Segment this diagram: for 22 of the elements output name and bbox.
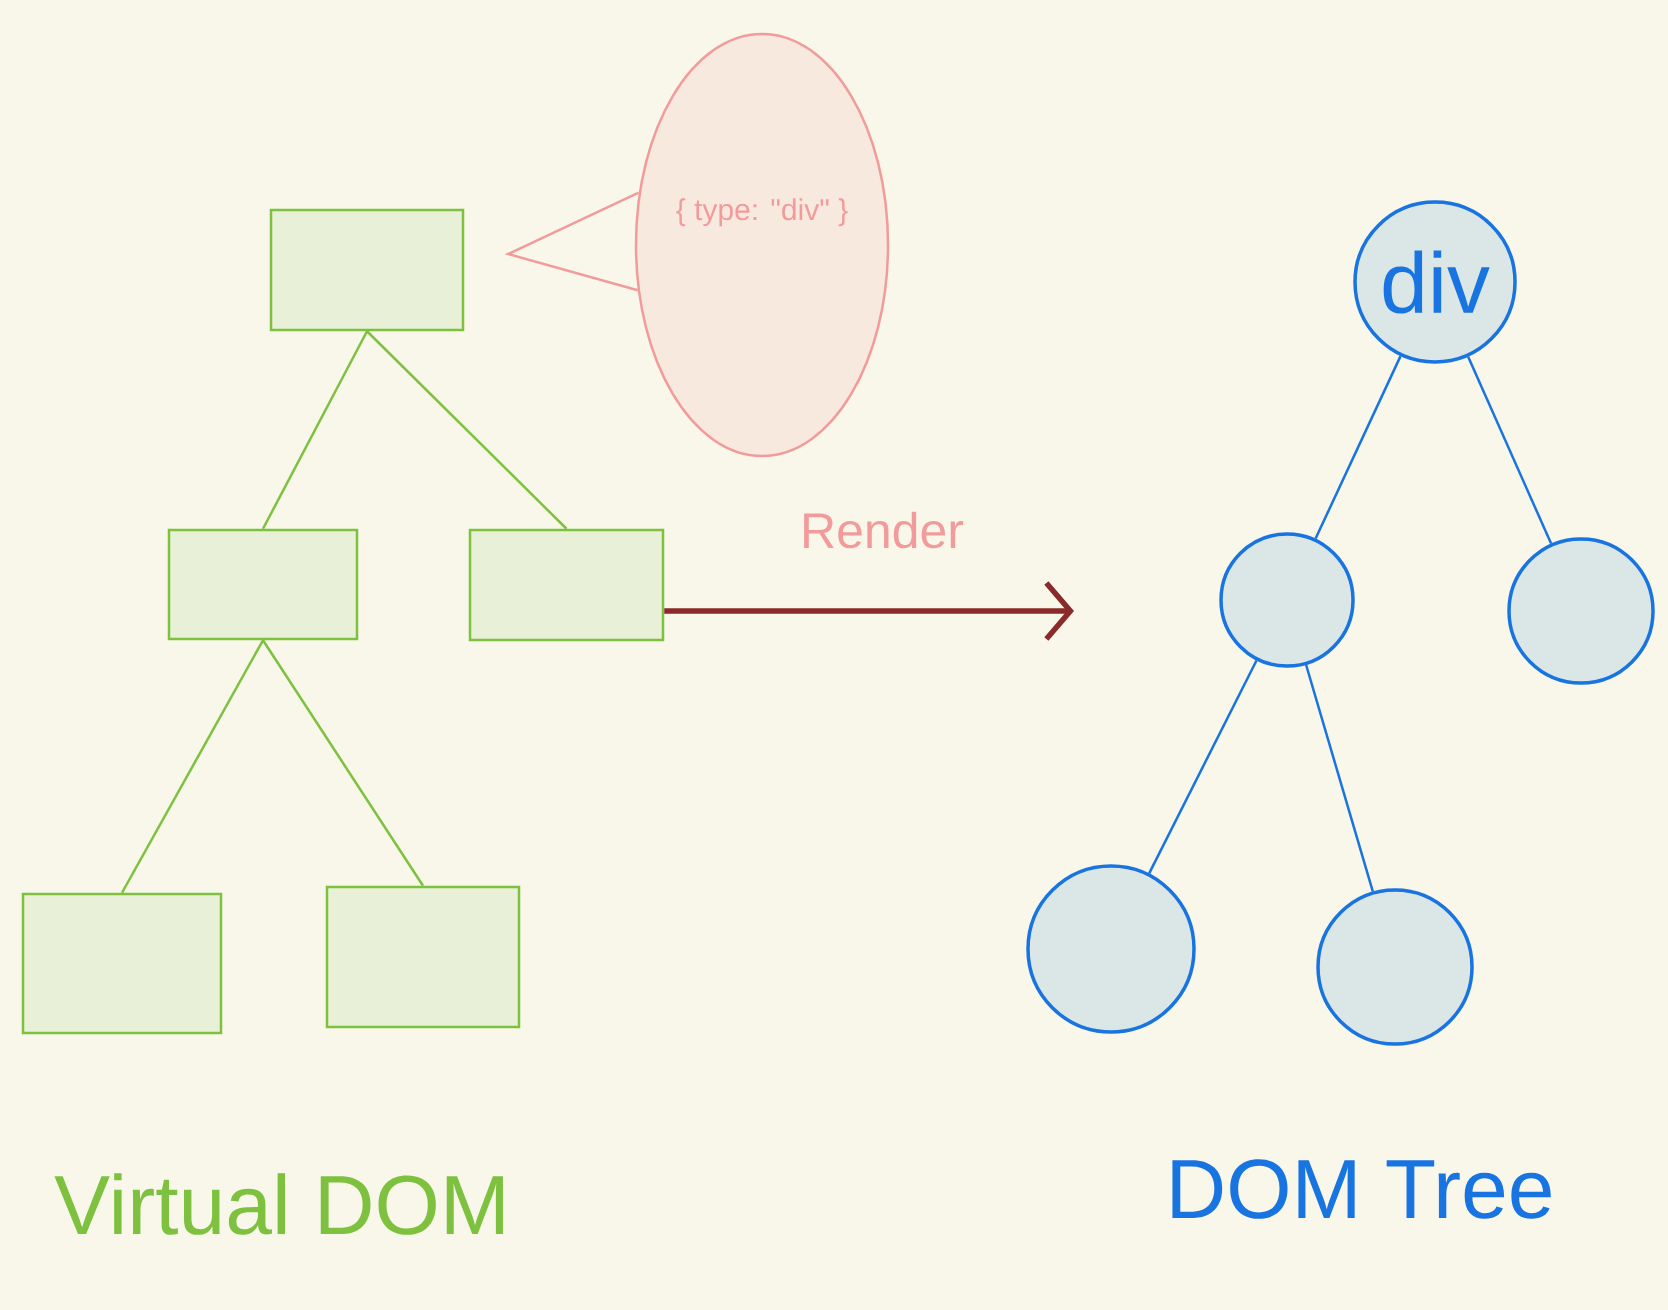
tree-title: Virtual DOM [54,1173,503,1235]
tree-circle [1316,888,1474,1046]
arrow [664,581,1074,641]
tree-line [366,330,568,530]
tree-line [120,639,265,894]
tree-line [1304,664,1374,892]
speech-bubble: { type: "div" } [504,32,890,458]
tree-circle [1219,532,1355,668]
tree-line [261,639,425,887]
edge-label: Render [804,511,964,549]
tree-line [1467,356,1553,545]
tree-line [1148,659,1258,874]
tree-box [269,208,465,332]
tree-box [167,528,359,641]
tree-line [1314,355,1402,540]
tree-circle [1507,537,1655,685]
tree-box [468,528,665,642]
tree-circle [1026,864,1196,1034]
tree-title: DOM Tree [1172,1159,1551,1219]
tree-box [325,885,521,1029]
tree-line [261,330,369,530]
tree-box [21,892,223,1035]
